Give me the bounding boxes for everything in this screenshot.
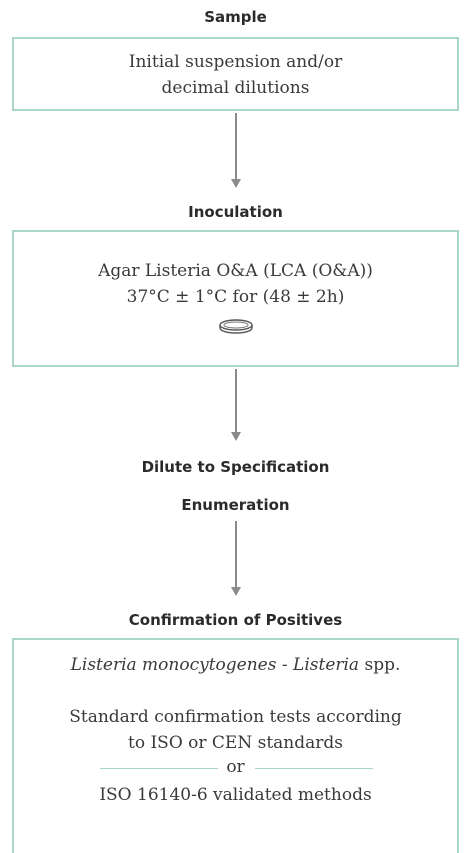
flow-arrowhead-1: [231, 179, 241, 188]
confirmation-heading: Confirmation of Positives: [128, 611, 343, 629]
species-italic-2: Listeria: [293, 655, 360, 675]
flow-arrow-2: [235, 369, 237, 432]
validated-methods-line: ISO 16140-6 validated methods: [99, 785, 372, 805]
flow-arrowhead-3: [231, 587, 241, 596]
inoculation-line-2: 37°C ± 1°C for (48 ± 2h): [126, 287, 345, 307]
or-rule-left: [100, 768, 218, 769]
tests-line-1: Standard confirmation tests according: [69, 707, 402, 727]
sample-box: Initial suspension and/or decimal diluti…: [12, 37, 459, 111]
inoculation-heading: Inoculation: [188, 203, 283, 221]
or-divider: or: [14, 758, 457, 776]
flow-arrow-1: [235, 113, 237, 179]
species-line: Listeria monocytogenes - Listeria spp.: [14, 652, 457, 678]
flow-arrow-3: [235, 521, 237, 587]
sample-line-2: decimal dilutions: [161, 78, 310, 98]
petri-dish-icon: [14, 316, 457, 338]
species-italic-1: Listeria monocytogenes: [70, 655, 277, 675]
dilute-heading: Dilute to Specification: [141, 458, 330, 476]
confirmation-box: Listeria monocytogenes - Listeria spp. S…: [12, 638, 459, 853]
inoculation-line-1: Agar Listeria O&A (LCA (O&A)): [98, 261, 373, 281]
sample-heading: Sample: [204, 8, 267, 26]
flow-arrowhead-2: [231, 432, 241, 441]
or-text: or: [226, 757, 245, 777]
species-separator: -: [276, 655, 294, 675]
species-suffix: spp.: [359, 655, 401, 675]
enumeration-heading: Enumeration: [181, 496, 290, 514]
or-rule-right: [255, 768, 373, 769]
tests-line-2: to ISO or CEN standards: [127, 733, 344, 753]
sample-line-1: Initial suspension and/or: [128, 52, 343, 72]
inoculation-box: Agar Listeria O&A (LCA (O&A)) 37°C ± 1°C…: [12, 230, 459, 367]
